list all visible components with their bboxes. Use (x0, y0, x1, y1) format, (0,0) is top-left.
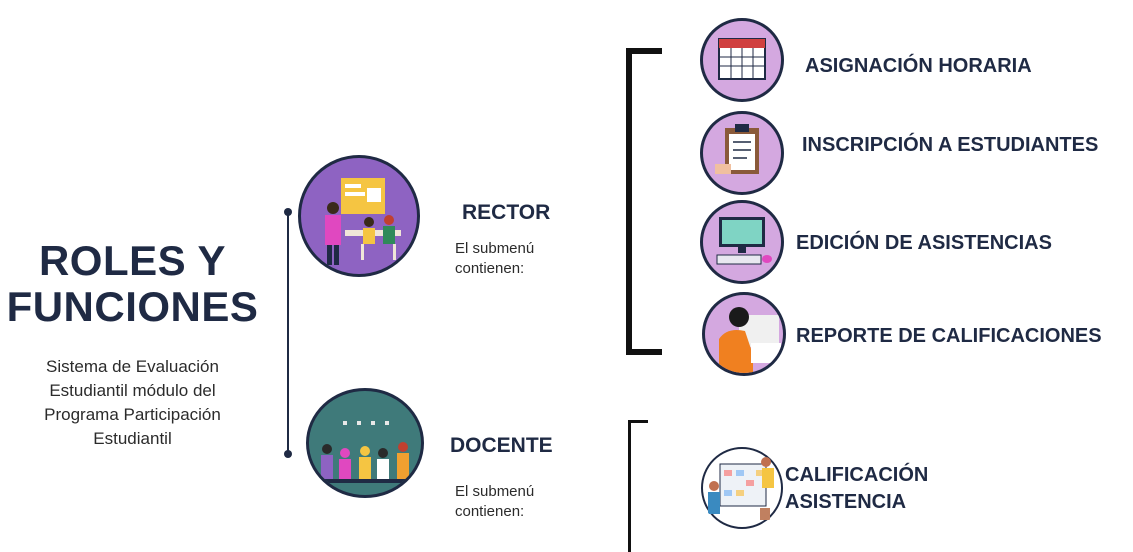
function-label-inscripcion: INSCRIPCIÓN A ESTUDIANTES (802, 134, 1099, 156)
function-label-line-1: CALIFICACIÓN (785, 464, 929, 486)
diagram-subtitle: Sistema de Evaluación Estudiantil módulo… (10, 355, 255, 451)
person-at-laptop-icon (719, 307, 781, 373)
function-icon-edicion (700, 200, 784, 284)
function-icon-calificacion (700, 446, 784, 530)
rector-illustration (298, 155, 420, 277)
diagram-title: ROLES Y FUNCIONES (0, 238, 265, 330)
computer-icon (716, 217, 772, 265)
calendar-icon (718, 38, 766, 80)
title-line-1: ROLES Y (38, 237, 227, 284)
function-label-line-2: ASISTENCIA (785, 491, 907, 513)
subtitle-line-3: Programa Participación (44, 405, 221, 424)
connector-dot-top (284, 208, 292, 216)
rector-sub-line-2: contienen: (455, 260, 525, 277)
docente-submenu-note: El submenú contienen: (455, 482, 534, 522)
connector-dot-bottom (284, 450, 292, 458)
function-icon-asignacion (700, 18, 784, 102)
title-line-2: FUNCIONES (6, 283, 259, 330)
subtitle-line-4: Estudiantil (93, 429, 172, 448)
function-label-edicion: EDICIÓN DE ASISTENCIAS (796, 232, 1052, 254)
group-meeting-icon (319, 421, 413, 483)
docente-illustration (306, 388, 424, 498)
meeting-illustration-icon (325, 178, 401, 265)
function-label-asignacion: ASIGNACIÓN HORARIA (805, 55, 1032, 77)
function-label-calificacion: CALIFICACIÓN ASISTENCIA (785, 462, 928, 516)
function-label-reporte: REPORTE DE CALIFICACIONES (796, 325, 1102, 347)
function-icon-inscripcion (700, 111, 784, 195)
subtitle-line-2: Estudiantil módulo del (49, 381, 216, 400)
role-name-rector: RECTOR (462, 201, 551, 224)
rector-submenu-note: El submenú contienen: (455, 239, 534, 279)
roles-connector-line (287, 212, 289, 456)
role-name-docente: DOCENTE (450, 434, 553, 457)
rector-functions-bracket (626, 48, 662, 355)
subtitle-line-1: Sistema de Evaluación (46, 357, 219, 376)
clipboard-icon (715, 124, 759, 174)
schedule-board-icon (701, 447, 783, 529)
function-icon-reporte (702, 292, 786, 376)
docente-functions-bracket (628, 420, 648, 552)
rector-sub-line-1: El submenú (455, 240, 535, 257)
docente-sub-line-1: El submenú (455, 483, 535, 500)
docente-sub-line-2: contienen: (455, 503, 525, 520)
